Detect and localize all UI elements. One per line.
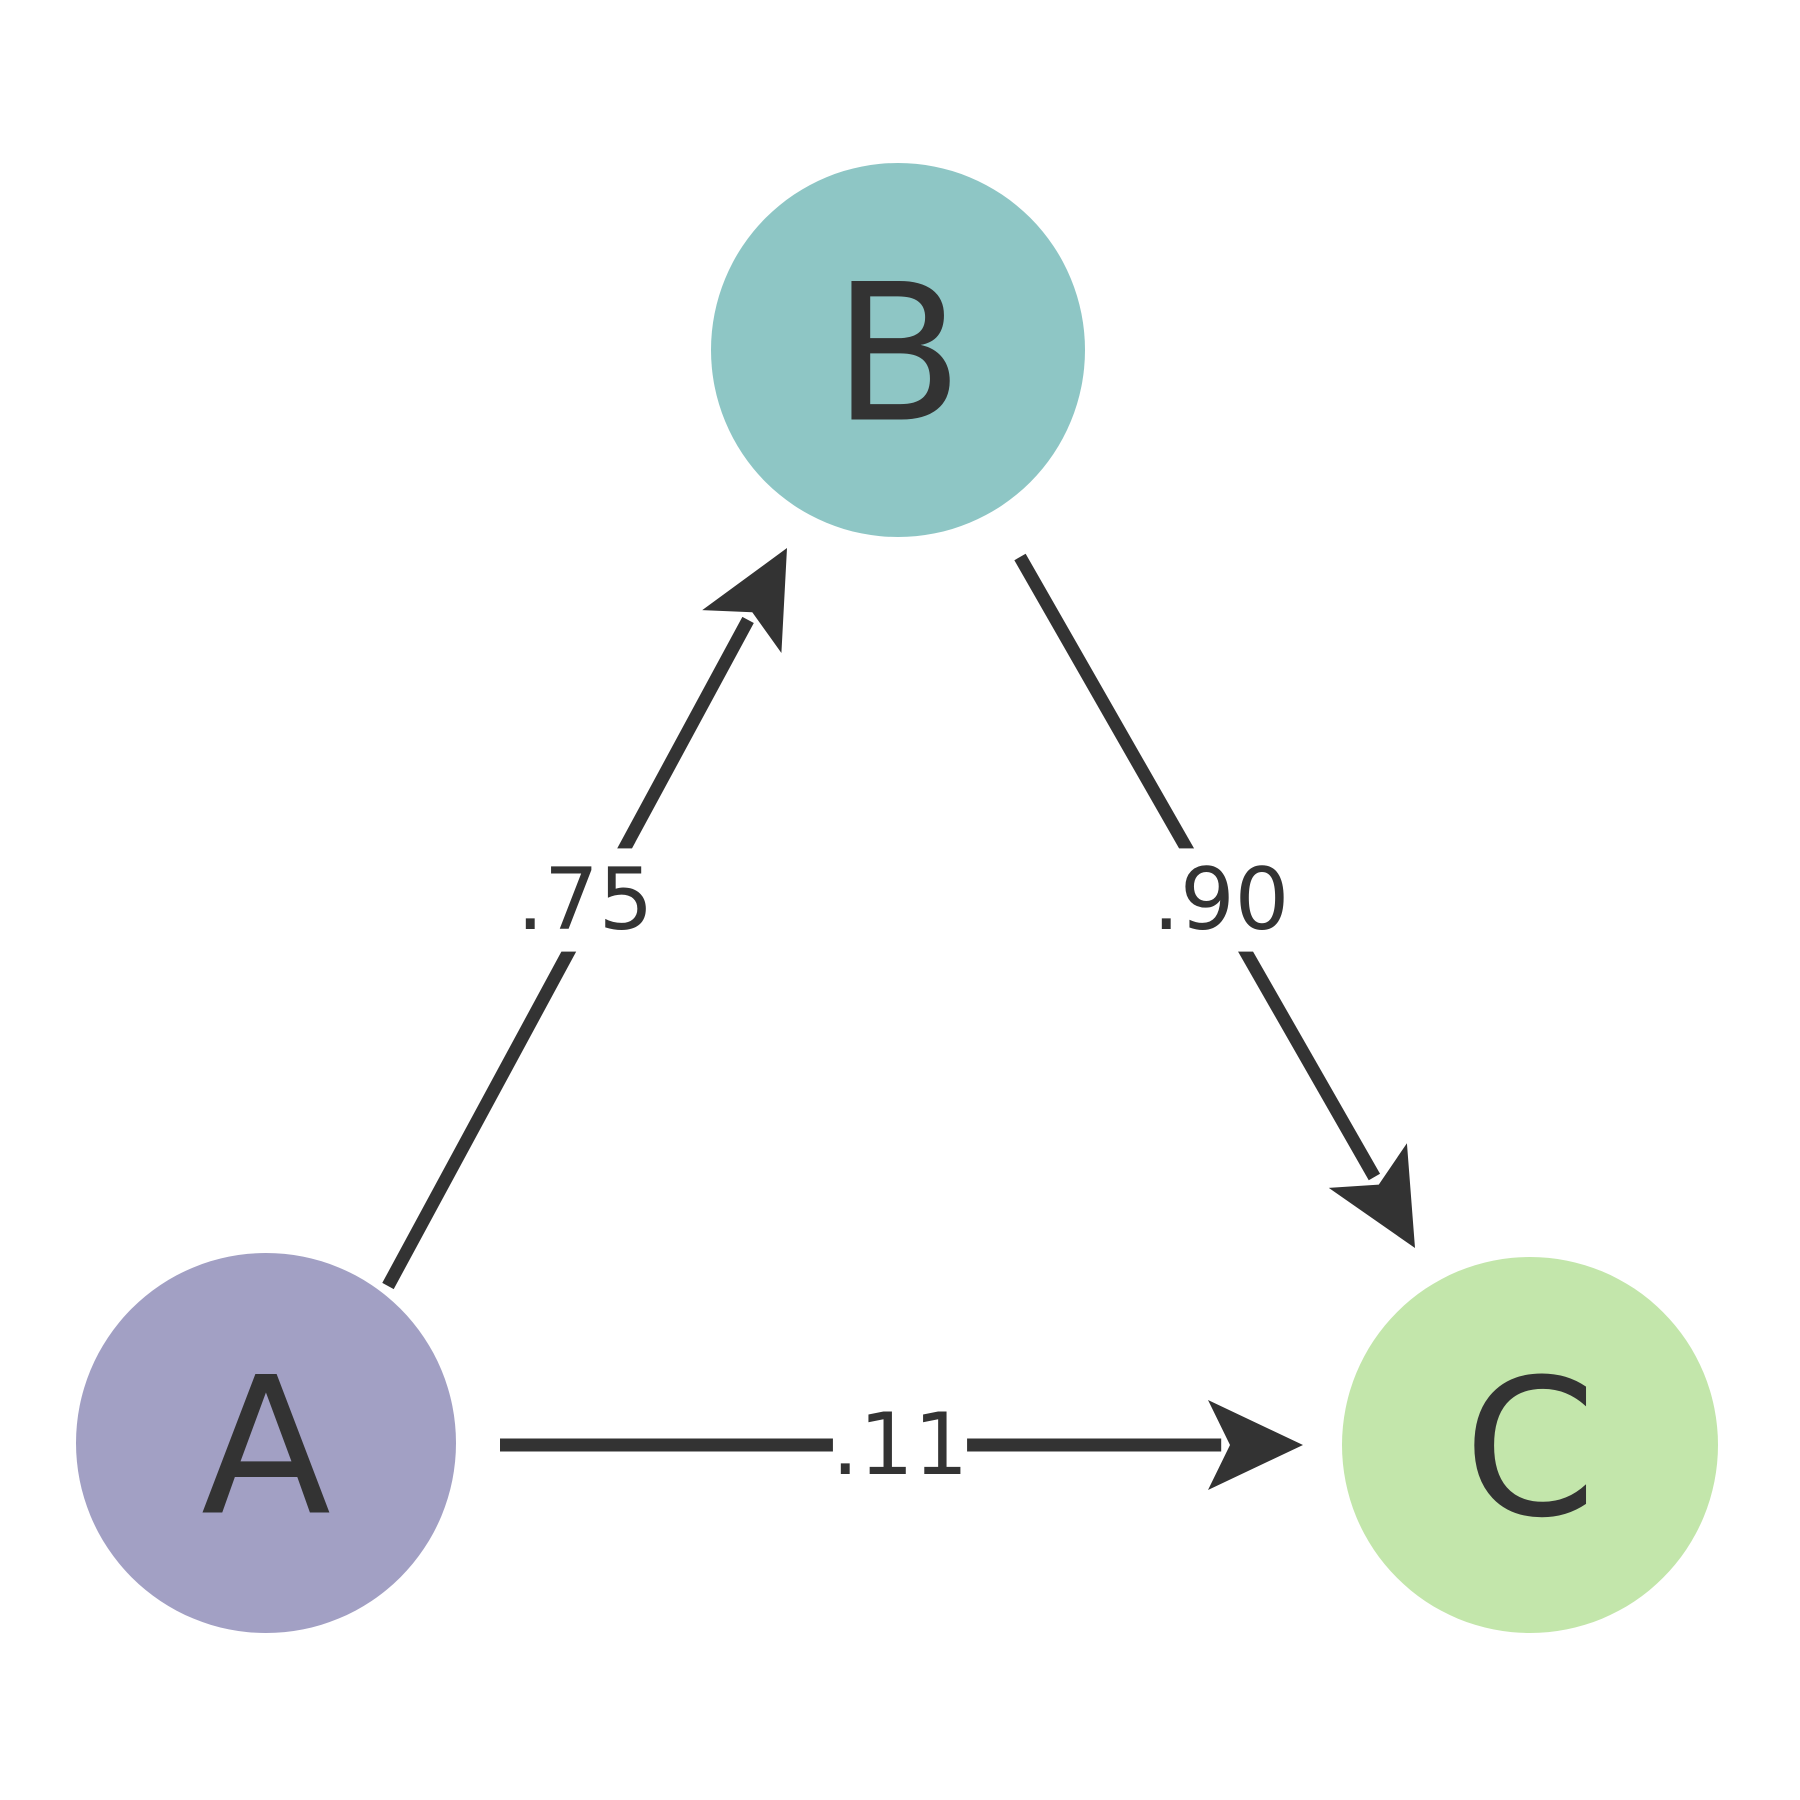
arrowhead-icon-a-b xyxy=(702,548,787,653)
edge-label-halo xyxy=(832,1393,968,1497)
edge-label-a-c: .11 xyxy=(832,1393,969,1497)
node-b[interactable]: B xyxy=(711,163,1085,537)
edge-weight-text: .75 xyxy=(517,850,654,950)
arrowhead-icon-b-c xyxy=(1328,1143,1415,1248)
node-c[interactable]: C xyxy=(1342,1257,1718,1633)
node-circle-b[interactable] xyxy=(711,163,1085,537)
edge-labels-layer: .75 .90 .11 xyxy=(517,848,1290,1497)
nodes-layer: A B C xyxy=(76,163,1718,1633)
edge-a-b[interactable] xyxy=(382,548,787,1290)
node-label-b: B xyxy=(833,244,963,465)
edge-weight-text: .90 xyxy=(1153,850,1290,950)
edge-label-b-c: .90 xyxy=(1153,848,1290,952)
node-circle-a[interactable] xyxy=(76,1253,456,1633)
edge-label-a-b: .75 xyxy=(517,848,654,952)
node-circle-c[interactable] xyxy=(1342,1257,1718,1633)
node-label-c: C xyxy=(1464,1339,1597,1560)
node-a[interactable]: A xyxy=(76,1253,456,1633)
edge-weight-text: .11 xyxy=(832,1395,969,1495)
edge-shaft-a-b xyxy=(382,616,754,1290)
node-label-a: A xyxy=(201,1337,331,1558)
edge-label-halo xyxy=(1153,848,1289,952)
edge-label-halo xyxy=(517,848,653,952)
arrowhead-icon-a-c xyxy=(1208,1400,1303,1490)
